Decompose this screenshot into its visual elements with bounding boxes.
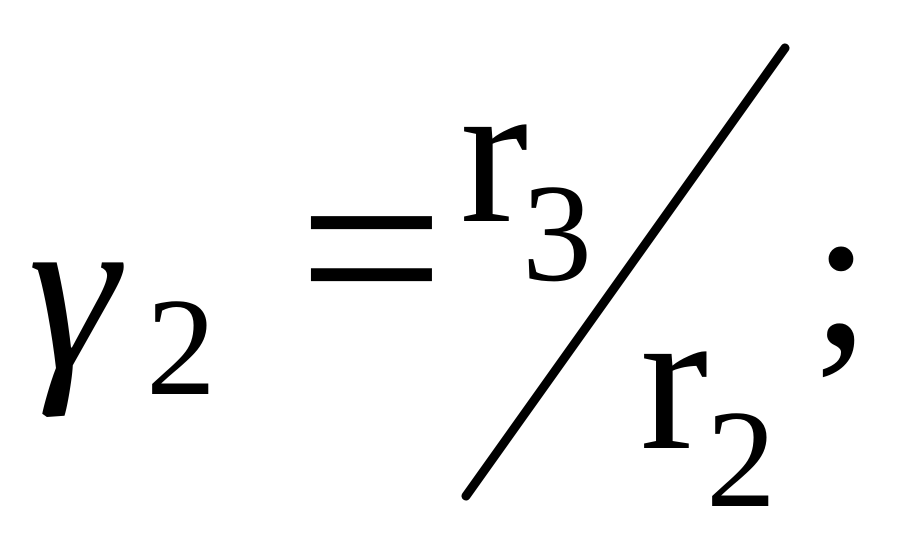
numerator-subscript: 3 [522, 156, 592, 311]
denominator-base: r [640, 266, 709, 493]
numerator-base: r [460, 39, 529, 266]
equals-sign: = [298, 104, 445, 392]
denominator-subscript: 2 [706, 382, 776, 537]
gamma-symbol: γ [28, 163, 119, 418]
gamma-subscript: 2 [146, 270, 216, 425]
semicolon: ; [812, 159, 871, 391]
